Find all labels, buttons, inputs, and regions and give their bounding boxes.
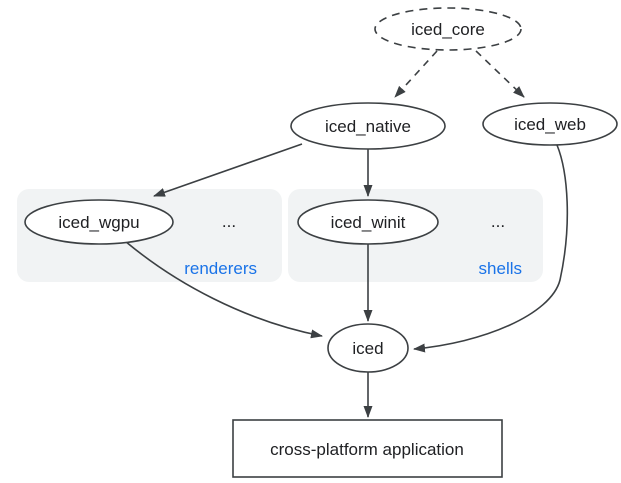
node-iced-winit-label: iced_winit <box>331 213 406 232</box>
node-iced-winit <box>297 199 439 245</box>
shells-group-label: shells <box>479 259 522 278</box>
node-iced-native <box>290 102 446 150</box>
node-cross-platform-application <box>232 419 503 478</box>
edge-iced-core-to-iced-native <box>394 50 438 98</box>
edge-iced-core-to-iced-web <box>475 50 525 98</box>
node-iced-native-label: iced_native <box>325 117 411 136</box>
edge-iced-web-to-iced <box>413 144 569 353</box>
node-iced-label: iced <box>352 339 383 358</box>
node-iced-web-label: iced_web <box>514 115 586 134</box>
shells-ellipsis: ... <box>491 212 505 231</box>
renderers-group-label: renderers <box>184 259 257 278</box>
node-iced-wgpu-label: iced_wgpu <box>58 213 139 232</box>
node-iced-core-label: iced_core <box>411 20 485 39</box>
edge-iced-wgpu-to-iced <box>124 240 323 339</box>
node-iced-core <box>374 7 522 51</box>
node-iced-web <box>482 102 618 146</box>
edge-iced-native-to-iced-wgpu <box>153 143 303 197</box>
node-iced <box>327 323 409 373</box>
node-iced-wgpu <box>24 199 174 245</box>
renderers-ellipsis: ... <box>222 212 236 231</box>
node-cross-platform-application-label: cross-platform application <box>270 440 464 459</box>
